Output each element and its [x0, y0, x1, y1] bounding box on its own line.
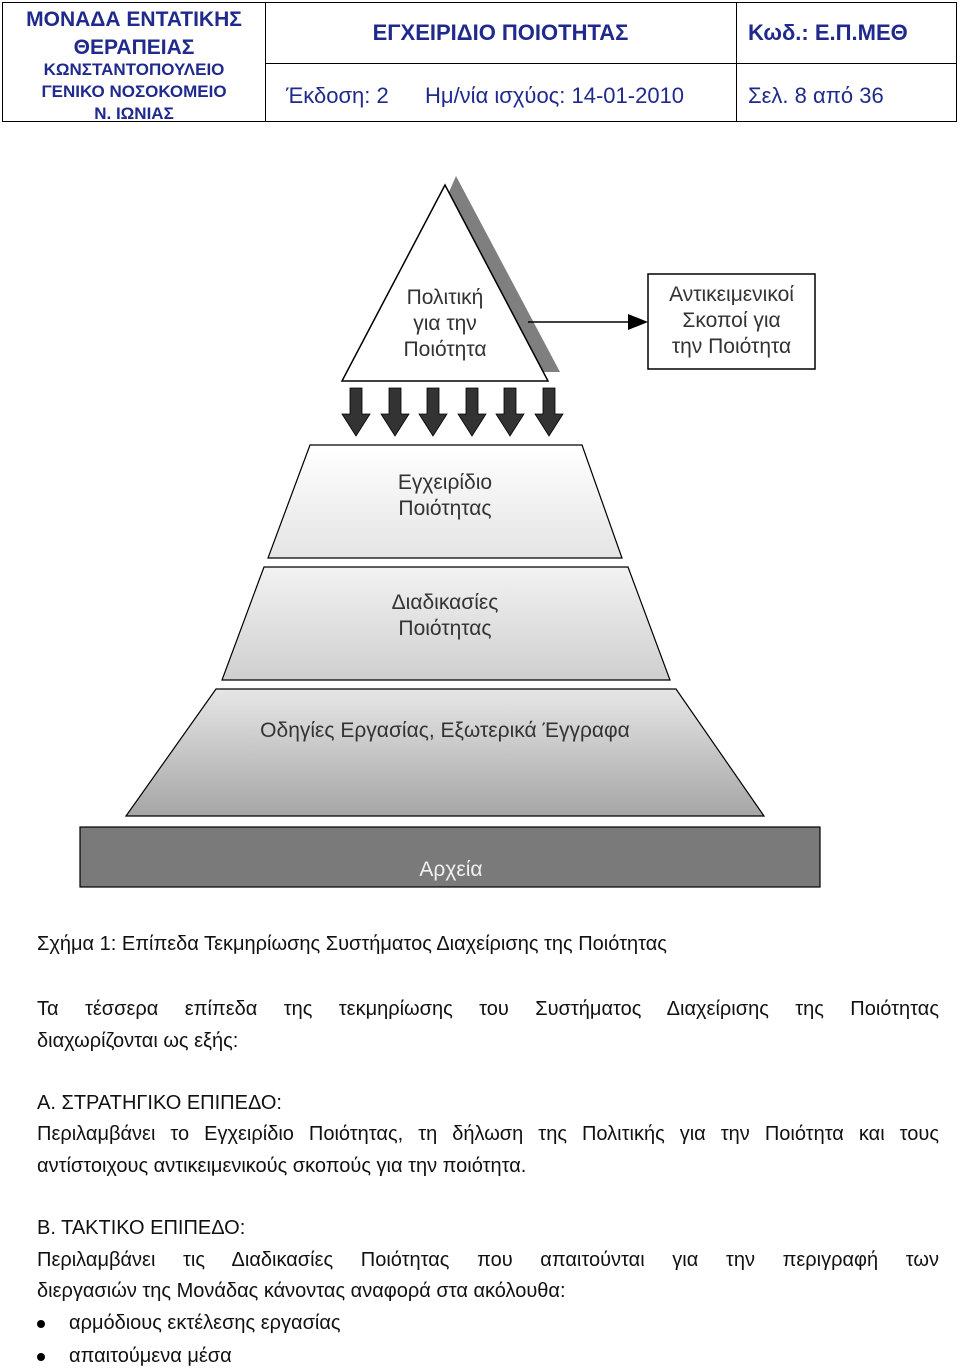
document-header: ΜΟΝΑΔΑ ΕΝΤΑΤΙΚΗΣ ΘΕΡΑΠΕΙΑΣ ΚΩΝΣΤΑΝΤΟΠΟΥΛ…	[2, 2, 957, 125]
edition: Έκδοση: 2	[286, 83, 389, 108]
objectives-label-line-1: Αντικειμενικοί	[669, 283, 794, 306]
level-procedures	[221, 566, 671, 681]
unit-line-1: ΜΟΝΑΔΑ ΕΝΤΑΤΙΚΗΣ	[26, 8, 242, 31]
page-number: Σελ. 8 από 36	[748, 83, 884, 108]
level-quality-manual	[267, 444, 623, 559]
bullet-icon	[37, 1319, 45, 1328]
bullet-icon	[37, 1352, 45, 1361]
valid-date: Ημ/νία ισχύος: 14-01-2010	[425, 83, 685, 108]
apex-triangle	[340, 183, 550, 382]
arrowhead-icon	[628, 314, 648, 330]
section-a-line-2: αντίστοιχους αντικειμενικούς σκοπούς για…	[37, 1155, 527, 1177]
unit-line-2: ΘΕΡΑΠΕΙΑΣ	[73, 36, 195, 59]
base-records-label: Αρχεία	[419, 858, 483, 881]
base-records	[79, 826, 821, 888]
objectives-label-line-2: Σκοποί για	[682, 309, 781, 332]
bullet-text: αρμόδιους εκτέλεσης εργασίας	[69, 1312, 341, 1334]
unit-line-5: Ν. ΙΩΝΙΑΣ	[94, 104, 174, 123]
section-b-line-1: Περιλαμβάνει τις Διαδικασίες Ποιότητας π…	[37, 1249, 939, 1271]
apex-label-line-1: Πολιτική	[406, 286, 484, 309]
objectives-label: Αντικειμενικοί Σκοποί για την Ποιότητα	[648, 282, 815, 360]
down-arrow-icon	[380, 387, 410, 437]
apex-label-line-3: Ποιότητα	[403, 338, 487, 361]
level2-label-line-1: Εγχειρίδιο	[397, 471, 493, 494]
section-b-heading: Β. ΤΑΚΤΙΚΟ ΕΠΙΠΕΔΟ:	[37, 1217, 246, 1239]
intro-line-2: διαχωρίζονται ως εξής:	[37, 1030, 239, 1052]
down-arrows	[341, 387, 564, 437]
level3-label-line-1: Διαδικασίες	[391, 591, 499, 614]
bullet-item: αρμόδιους εκτέλεσης εργασίας	[37, 1312, 341, 1335]
document-code: Κωδ.: Ε.Π.ΜΕΘ	[748, 20, 908, 45]
unit-name: ΜΟΝΑΔΑ ΕΝΤΑΤΙΚΗΣ ΘΕΡΑΠΕΙΑΣ ΚΩΝΣΤΑΝΤΟΠΟΥΛ…	[3, 3, 265, 125]
level3-label-line-2: Ποιότητας	[398, 617, 492, 640]
objectives-label-line-3: την Ποιότητα	[671, 335, 792, 358]
section-a-line-1: Περιλαμβάνει το Εγχειρίδιο Ποιότητας, τη…	[37, 1123, 939, 1145]
down-arrow-icon	[495, 387, 525, 437]
section-a-heading: Α. ΣΤΡΑΤΗΓΙΚΟ ΕΠΙΠΕΔΟ:	[37, 1092, 282, 1114]
level-procedures-label: Διαδικασίες Ποιότητας	[345, 590, 545, 642]
intro-line-1: Τα τέσσερα επίπεδα της τεκμηρίωσης του Σ…	[37, 998, 939, 1020]
level2-label-line-2: Ποιότητας	[398, 497, 492, 520]
down-arrow-icon	[418, 387, 448, 437]
apex-label-line-2: για την	[413, 312, 477, 335]
bullet-item: απαιτούμενα μέσα	[37, 1345, 232, 1368]
figure-caption: Σχήμα 1: Επίπεδα Τεκμηρίωσης Συστήματος …	[37, 933, 667, 955]
unit-line-4: ΓΕΝΙΚΟ ΝΟΣΟΚΟΜΕΙΟ	[41, 82, 227, 101]
objectives-box	[647, 273, 816, 370]
level-work-instructions	[124, 688, 766, 817]
level-quality-manual-label: Εγχειρίδιο Ποιότητας	[345, 470, 545, 522]
bullet-text: απαιτούμενα μέσα	[69, 1345, 232, 1367]
documentation-pyramid	[79, 176, 821, 888]
level-work-instructions-label: Οδηγίες Εργασίας, Εξωτερικά Έγγραφα	[260, 719, 630, 742]
section-b-line-2: διεργασιών της Μονάδας κάνοντας αναφορά …	[37, 1280, 566, 1302]
apex-label: Πολιτική για την Ποιότητα	[380, 285, 510, 363]
unit-line-3: ΚΩΝΣΤΑΝΤΟΠΟΥΛΕΙΟ	[43, 60, 225, 79]
down-arrow-icon	[534, 387, 564, 437]
document-title: ΕΓΧΕΙΡΙΔΙΟ ΠΟΙΟΤΗΤΑΣ	[372, 20, 629, 45]
down-arrow-icon	[341, 387, 371, 437]
down-arrow-icon	[457, 387, 487, 437]
